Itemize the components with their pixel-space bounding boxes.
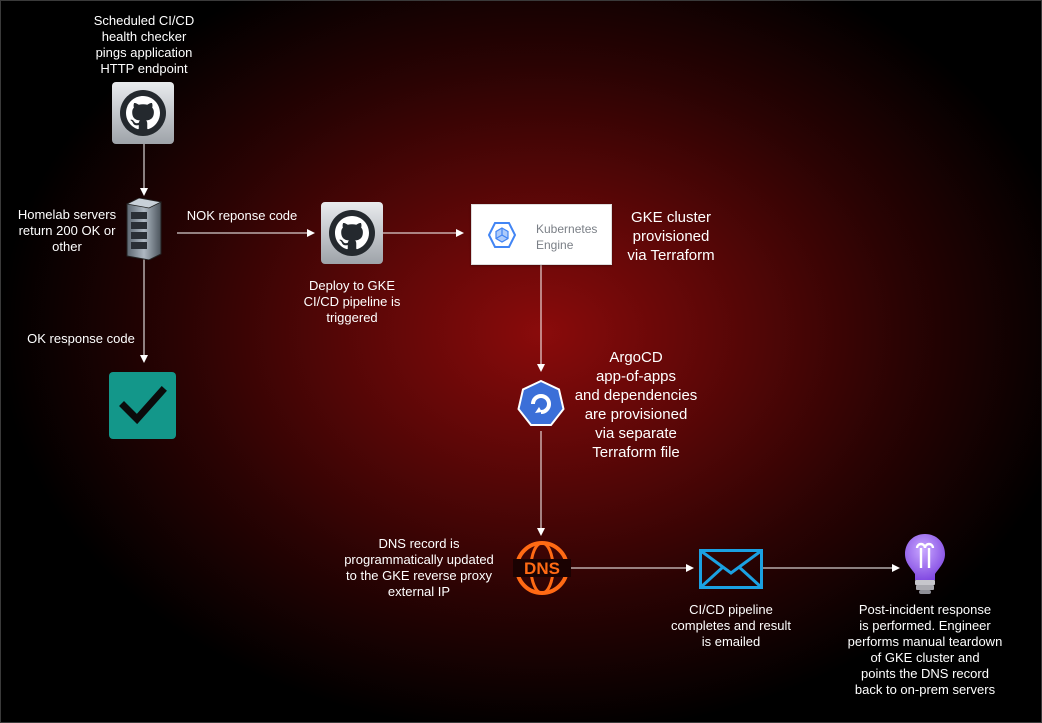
kubernetes-engine-subtitle: Engine [536, 238, 574, 252]
github-icon [112, 82, 174, 144]
argocd-label: ArgoCD app-of-apps and dependencies are … [574, 349, 698, 461]
dns-icon-text: DNS [524, 559, 560, 578]
kubernetes-engine-node: Kubernetes Engine [471, 204, 612, 265]
kubernetes-engine-icon [488, 222, 516, 248]
dns-label: DNS record is programmatically updated t… [344, 536, 494, 599]
kubernetes-engine-title: Kubernetes [536, 222, 598, 236]
scheduler-label: Scheduled CI/CD health checker pings app… [93, 13, 195, 76]
ok-check-tile [109, 372, 176, 439]
lightbulb-icon [905, 534, 945, 594]
homelab-label: Homelab servers return 200 OK or other [17, 207, 117, 254]
dns-icon: DNS [513, 541, 571, 595]
argocd-icon [517, 379, 565, 426]
nok-label: NOK reponse code [186, 208, 298, 223]
ok-label: OK response code [27, 331, 135, 346]
checkmark-icon [118, 385, 167, 424]
envelope-icon [699, 549, 763, 589]
post-incident-label: Post-incident response is performed. Eng… [847, 602, 1003, 697]
cicd-complete-label: CI/CD pipeline completes and result is e… [671, 602, 791, 649]
server-rack-icon [125, 198, 163, 260]
gke-label: GKE cluster provisioned via Terraform [627, 209, 715, 264]
deploy-label: Deploy to GKE CI/CD pipeline is triggere… [303, 278, 401, 325]
github-icon [321, 202, 383, 264]
